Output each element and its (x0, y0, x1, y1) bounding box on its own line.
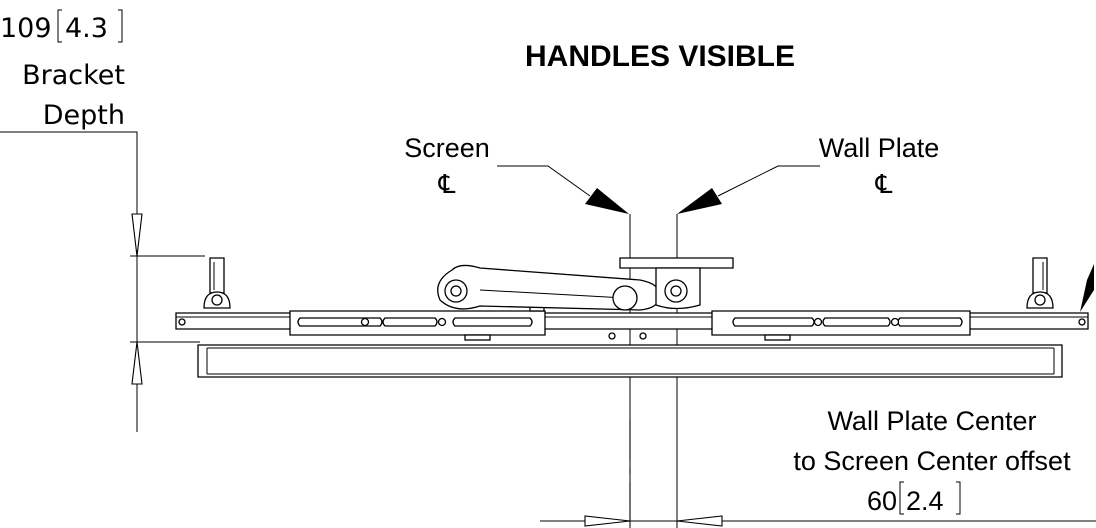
offset-arrow-right (676, 515, 723, 527)
rail-hole-right (1078, 318, 1086, 326)
bracket-depth-leader (0, 131, 138, 212)
rail-slot-1 (297, 317, 383, 327)
arm-link (437, 264, 661, 311)
rail-pin-1 (608, 332, 616, 340)
handle-right-post (1032, 257, 1048, 294)
rail-block-left (464, 334, 491, 341)
arm-pivot-center (612, 285, 638, 311)
offset-line2: to Screen Center offset (793, 446, 1071, 476)
rail-slot-3 (452, 317, 533, 327)
offset-arrow-left (584, 515, 631, 527)
bracket-depth-line2: Depth (43, 100, 125, 131)
screen-panel (197, 344, 1063, 378)
bracket-depth-arrow-bottom (131, 341, 143, 385)
screen-body (197, 344, 1063, 378)
bracket-depth-line1: Bracket (22, 60, 125, 91)
bracket-depth-bracket-open (57, 9, 62, 43)
rail-block-right (764, 334, 791, 341)
rail-slot-6 (897, 317, 963, 327)
wall-plate-cl-leader (717, 165, 820, 197)
wall-plate-top (619, 257, 734, 269)
wall-plate (619, 257, 734, 310)
rail-slot-5 (822, 317, 891, 327)
offset-value-in: 2.4 (906, 486, 944, 516)
screen-cl-label: Screen (404, 133, 490, 163)
rail-hole-left (178, 318, 186, 326)
handle-left-post (209, 257, 225, 294)
rail-slot-4 (732, 317, 815, 327)
wall-plate-pivot-inner (670, 285, 682, 297)
bracket-depth-bracket-close (118, 9, 123, 43)
handle-left-knob (211, 294, 223, 306)
wall-plate-cl-arrow (677, 188, 722, 214)
rail-screw-2 (437, 317, 447, 327)
drawing-title: HANDLES VISIBLE (525, 40, 795, 73)
rail-pin-2 (639, 332, 647, 340)
offset-dimension: Wall Plate Center to Screen Center offse… (540, 406, 1096, 527)
screen-cl-arrow (585, 188, 629, 214)
handle-right (1026, 257, 1054, 309)
handle-right-knob (1034, 294, 1046, 306)
screen-cl-leader (497, 165, 591, 197)
offset-value-mm: 60 (867, 486, 897, 516)
mounting-rail (175, 302, 1089, 341)
edge-arrow-right (1080, 264, 1094, 312)
bracket-depth-value-mm: 109 (0, 13, 52, 44)
offset-bracket-close (956, 481, 961, 515)
arm-link-edge (479, 289, 626, 299)
handle-left (203, 257, 231, 309)
offset-bracket-open (899, 481, 904, 515)
bracket-depth-value-in: 4.3 (65, 13, 108, 44)
arm-linkage (437, 264, 661, 311)
rail-screw-1 (360, 317, 370, 327)
rail-screw-3 (813, 317, 823, 327)
bracket-depth-arrow-top (131, 213, 143, 257)
offset-line1: Wall Plate Center (827, 406, 1036, 436)
screen-cl-symbol: ℄ (438, 170, 456, 200)
rail-slot-2 (382, 317, 438, 327)
wall-plate-cl-label: Wall Plate (819, 133, 940, 163)
rail-screw-4 (890, 317, 900, 327)
screen-centerline-callout: Screen ℄ (404, 133, 629, 214)
bracket-depth-dimension: 109 4.3 Bracket Depth (0, 9, 205, 432)
arm-pivot-left-inner (450, 285, 462, 297)
wall-plate-cl-symbol: ℄ (875, 170, 893, 200)
wall-plate-centerline-callout: Wall Plate ℄ (677, 133, 939, 214)
